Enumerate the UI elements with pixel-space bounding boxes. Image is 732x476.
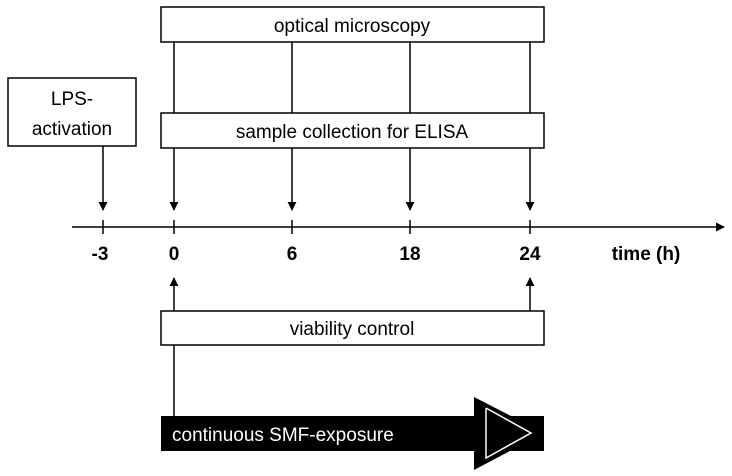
smf-exposure-bar: continuous SMF-exposure [161,397,544,470]
axis-ticks [102,220,531,234]
down-arrows [98,146,535,211]
tick-label-minus3: -3 [92,244,109,265]
optical-microscopy-label: optical microscopy [274,16,431,37]
lps-activation-box: LPS- activation [7,77,137,147]
up-arrows [169,277,535,311]
sample-collection-label: sample collection for ELISA [236,122,469,143]
sample-collection-box: sample collection for ELISA [160,112,545,149]
smf-exposure-label: continuous SMF-exposure [172,425,394,446]
lps-label-line2: activation [32,119,112,140]
viability-control-label: viability control [290,319,415,340]
tick-label-6: 6 [287,244,298,265]
tick-label-0: 0 [169,244,180,265]
exposure-arrowhead-icon [474,397,544,470]
axis-label-time: time (h) [612,244,681,265]
tick-label-18: 18 [399,244,420,265]
optical-microscopy-box: optical microscopy [160,6,545,43]
tick-label-24: 24 [519,244,541,265]
lps-label-line1: LPS- [51,89,93,110]
optical-to-sample-connectors [173,42,531,113]
viability-control-box: viability control [160,310,545,346]
time-axis: -3 0 6 18 24 time (h) [72,220,725,265]
